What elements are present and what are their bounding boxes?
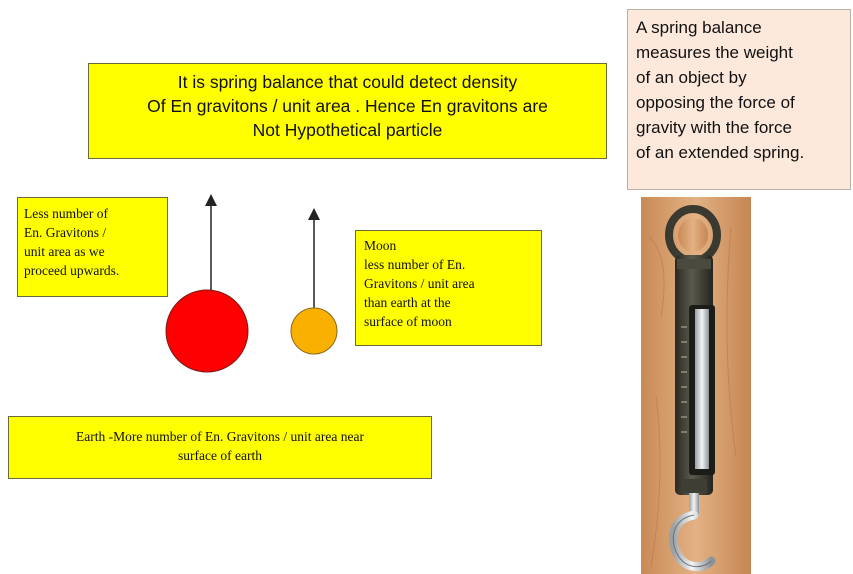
- moon-box: Moon less number of En. Gravitons / unit…: [355, 230, 542, 346]
- desc-line-6: of an extended spring.: [636, 143, 805, 162]
- main-line-1: It is spring balance that could detect d…: [177, 72, 518, 92]
- moon-line-4: than earth at the: [364, 295, 451, 310]
- desc-line-3: of an object by: [636, 68, 747, 87]
- main-line-2: Of En gravitons / unit area . Hence En g…: [147, 96, 548, 116]
- earth-line-1: Earth -More number of En. Gravitons / un…: [76, 429, 364, 444]
- less-line-3: unit area as we: [24, 244, 105, 259]
- desc-line-2: measures the weight: [636, 43, 793, 62]
- less-gravitons-box: Less number of En. Gravitons / unit area…: [17, 197, 168, 297]
- moon-circle: [290, 307, 338, 355]
- desc-line-5: gravity with the force: [636, 118, 792, 137]
- less-line-4: proceed upwards.: [24, 263, 120, 278]
- earth-box: Earth -More number of En. Gravitons / un…: [8, 416, 432, 479]
- main-line-3: Not Hypothetical particle: [252, 120, 443, 140]
- desc-line-4: opposing the force of: [636, 93, 795, 112]
- moon-line-1: Moon: [364, 238, 397, 253]
- moon-line-5: surface of moon: [364, 314, 452, 329]
- less-line-2: En. Gravitons /: [24, 225, 107, 240]
- desc-line-1: A spring balance: [636, 18, 762, 37]
- spring-balance-description: A spring balance measures the weight of …: [627, 9, 851, 190]
- moon-line-2: less number of En.: [364, 257, 466, 272]
- earth-line-2: surface of earth: [178, 448, 262, 463]
- main-statement-box: It is spring balance that could detect d…: [88, 63, 607, 159]
- spring-balance-photo: [641, 197, 751, 574]
- less-line-1: Less number of: [24, 206, 108, 221]
- moon-line-3: Gravitons / unit area: [364, 276, 475, 291]
- earth-circle: [165, 289, 249, 373]
